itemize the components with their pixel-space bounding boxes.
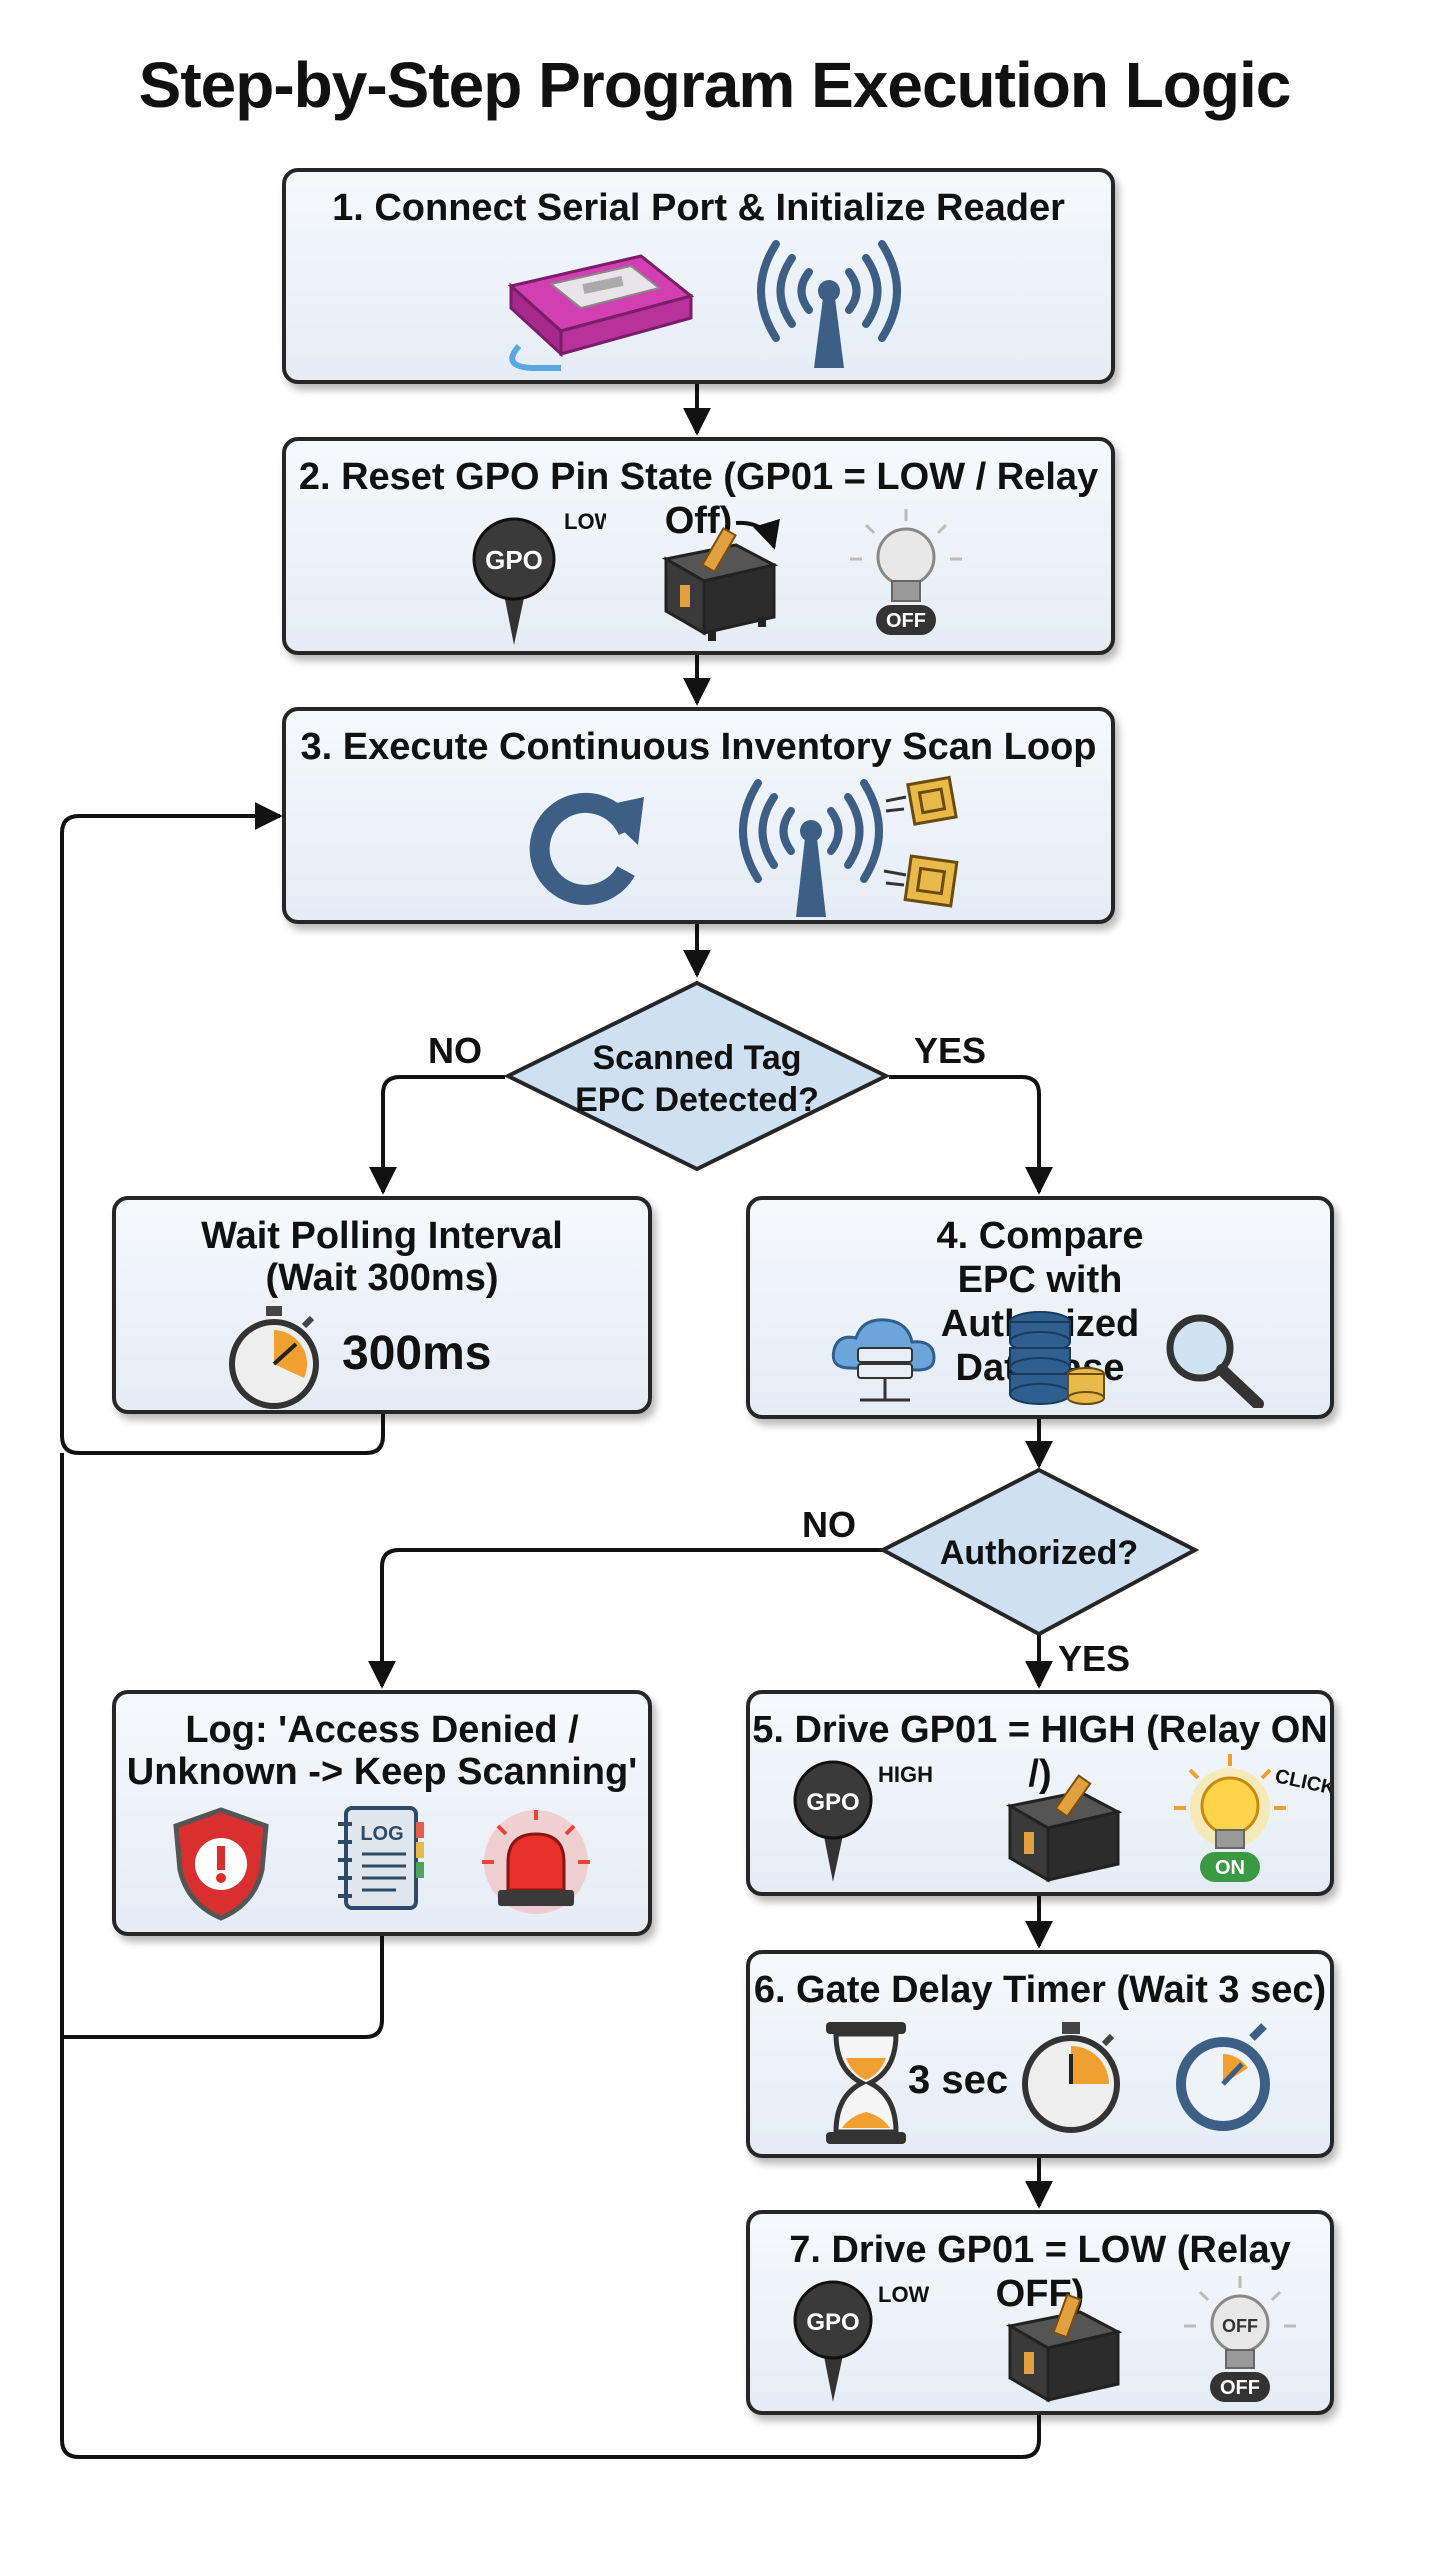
refresh-loop-icon [529, 792, 644, 905]
gpo-badge-text: GPO [806, 2309, 859, 2336]
light-bulb-off-icon: OFF [850, 509, 962, 635]
decision-1-line1: Scanned Tag [592, 1039, 801, 1077]
log-access-denied-box: Log: 'Access Denied / Unknown -> Keep Sc… [112, 1690, 652, 1936]
gpo-badge-text: GPO [485, 545, 543, 575]
loop-step7-to-rail [60, 1453, 1041, 2459]
cloud-server-icon [831, 1318, 936, 1402]
step-5-title: 5. Drive GP01 = HIGH (Relay ON /) [752, 1709, 1328, 1795]
step-1-title: 1. Connect Serial Port & Initialize Read… [332, 187, 1065, 229]
decision-2-no-label: NO [802, 1504, 856, 1545]
page-title: Step-by-Step Program Execution Logic [138, 49, 1292, 121]
decision-2-line1: Authorized? [940, 1534, 1138, 1572]
decision-2-yes-label: YES [1058, 1638, 1131, 1679]
antenna-scanning-tags-icon [739, 775, 959, 917]
wait-value: 300ms [342, 1327, 492, 1380]
gpo-badge-text: GPO [806, 1789, 859, 1816]
loop-log-to-rail [62, 1936, 384, 2039]
decision-1-line2: EPC Detected? [575, 1081, 819, 1119]
decision-1-yes-label: YES [914, 1030, 987, 1071]
gpo-pin-icon: GPO LOW [793, 2280, 930, 2402]
step-6-box: 6. Gate Delay Timer (Wait 3 sec) 3 sec [746, 1950, 1334, 2158]
warning-shield-icon [173, 1807, 269, 1921]
step-7-box: 7. Drive GP01 = LOW (Relay OFF) GPO LOW … [746, 2210, 1334, 2415]
decision-1-no-label: NO [428, 1030, 482, 1071]
pin-level-text: LOW [564, 509, 606, 534]
step-4-box: 4. Compare EPC with Authorized Database [746, 1196, 1334, 1419]
stopwatch-icon [1022, 2022, 1120, 2133]
pin-level-text: HIGH [878, 1762, 933, 1787]
light-bulb-off-icon: OFF OFF [1184, 2276, 1296, 2402]
click-text: CLICK! [1273, 1765, 1330, 1801]
step-3-box: 3. Execute Continuous Inventory Scan Loo… [282, 707, 1115, 924]
bulb-state-text: OFF [886, 610, 926, 632]
wait-title-line1: Wait Polling Interval [201, 1215, 563, 1257]
step-2-box: 2. Reset GPO Pin State (GP01 = LOW / Rel… [282, 437, 1115, 655]
database-icon [1009, 1311, 1105, 1405]
rfid-reader-icon [507, 254, 695, 371]
bulb-label-text: OFF [1222, 2316, 1258, 2336]
bulb-state-text: OFF [1220, 2377, 1260, 2399]
step-5-box: 5. Drive GP01 = HIGH (Relay ON /) GPO HI… [746, 1690, 1334, 1896]
decision-tag-detected: Scanned Tag EPC Detected? [504, 980, 890, 1172]
log-title-line2: Unknown -> Keep Scanning' [126, 1751, 638, 1793]
hourglass-icon [826, 2022, 906, 2144]
loop-wait-to-scan [60, 802, 385, 1455]
antenna-signal-icon [757, 240, 901, 368]
wait-polling-box: Wait Polling Interval (Wait 300ms) 300ms [112, 1196, 652, 1414]
stopwatch-icon [229, 1306, 319, 1409]
delay-value: 3 sec [908, 2058, 1009, 2102]
arrow-decision1-no [369, 1075, 505, 1195]
timer-icon [1176, 2023, 1270, 2131]
arrow-decision1-yes [889, 1075, 1053, 1195]
step-3-title: 3. Execute Continuous Inventory Scan Loo… [300, 726, 1097, 768]
wait-title-line2: (Wait 300ms) [265, 1257, 499, 1299]
pin-level-text: LOW [878, 2282, 930, 2307]
light-bulb-on-icon: ON CLICK! [1174, 1754, 1330, 1882]
arrow-decision2-no [368, 1548, 883, 1689]
magnifier-icon [1166, 1314, 1264, 1408]
gpo-pin-icon: GPO HIGH [793, 1760, 933, 1882]
alarm-siren-icon [482, 1810, 590, 1914]
log-badge-text: LOG [360, 1823, 403, 1845]
step-6-title: 6. Gate Delay Timer (Wait 3 sec) [753, 1969, 1327, 2011]
log-notebook-icon: LOG [338, 1806, 424, 1910]
log-title-line1: Log: 'Access Denied / [185, 1709, 579, 1751]
gpo-pin-icon: GPO LOW [472, 509, 606, 645]
bulb-state-text: ON [1215, 1857, 1245, 1879]
step-2-title: 2. Reset GPO Pin State (GP01 = LOW / Rel… [298, 456, 1099, 542]
step-1-box: 1. Connect Serial Port & Initialize Read… [282, 168, 1115, 384]
relay-switch-icon [1005, 1774, 1123, 1883]
decision-authorized: Authorized? [879, 1467, 1199, 1637]
relay-switch-icon [661, 518, 780, 641]
relay-switch-icon [1005, 2293, 1123, 2403]
